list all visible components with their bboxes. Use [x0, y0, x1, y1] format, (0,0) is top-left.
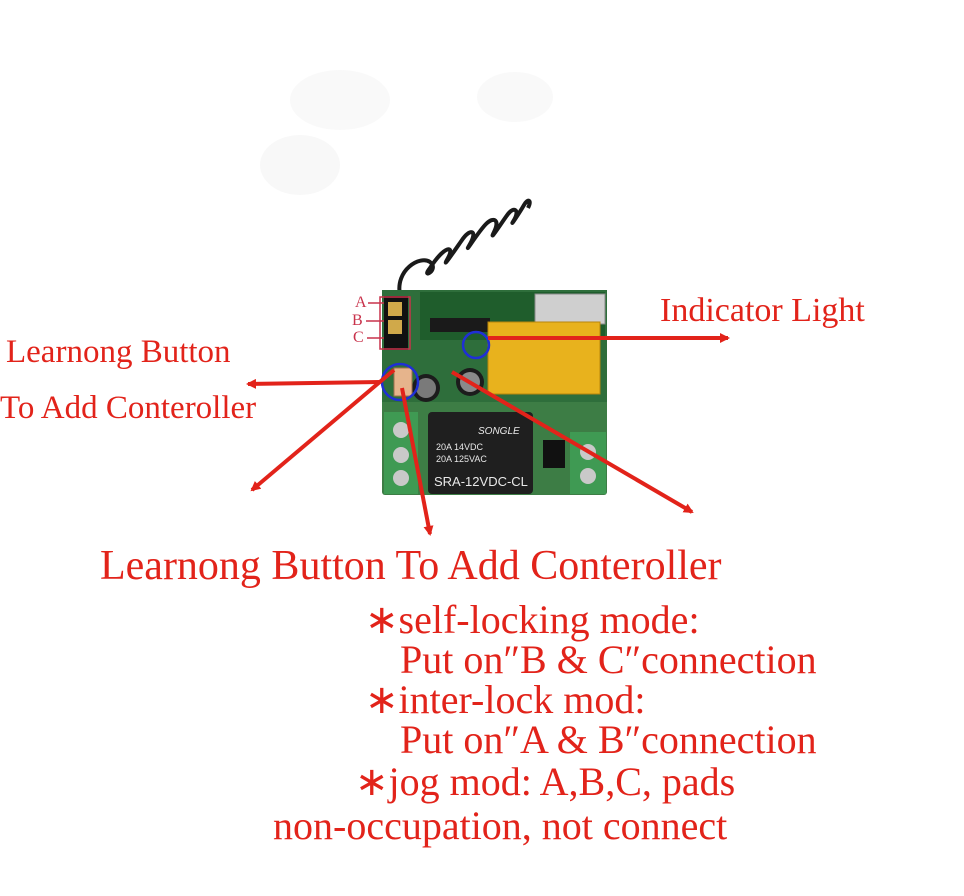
arrow-to-bottom-title — [400, 387, 434, 536]
relay-rating-1: 20A 14VDC — [436, 442, 484, 452]
self-locking-mode-heading: ∗self-locking mode: — [365, 597, 700, 642]
relay-markings: SONGLE 20A 14VDC 20A 125VAC SRA-12VDC-CL — [434, 426, 528, 489]
indicator-light-label: Indicator Light — [660, 292, 865, 329]
learning-button-title: Learnong Button To Add Conteroller — [100, 543, 722, 589]
relay-model: SRA-12VDC-CL — [434, 474, 528, 489]
arrow-to-left-label — [246, 378, 381, 389]
jumper-pin-b-label: B — [352, 312, 363, 329]
pointer-arrows — [246, 333, 730, 536]
receiver-board — [382, 290, 607, 495]
arrow-to-lower-left — [250, 368, 396, 492]
learning-button-label-line-1: Learnong Button — [6, 334, 231, 370]
background-smudges — [260, 70, 553, 195]
jog-mode-detail: non-occupation, not connect — [273, 803, 728, 848]
jumper-pin-a-label: A — [355, 294, 367, 311]
arrow-to-lower-right — [450, 370, 694, 514]
inter-lock-mode-heading: ∗inter-lock mod: — [365, 677, 646, 722]
relay-brand: SONGLE — [478, 426, 520, 437]
jog-mode-heading: ∗jog mod: A,B,C, pads — [355, 759, 736, 804]
self-locking-mode-detail: Put on″B & C″connection — [400, 637, 817, 682]
jumper-bracket — [366, 296, 411, 350]
jumper-pin-c-label: C — [353, 329, 364, 346]
antenna-coil — [397, 198, 532, 296]
inter-lock-mode-detail: Put on″A & B″connection — [400, 717, 817, 762]
relay-rating-2: 20A 125VAC — [436, 454, 487, 464]
indicator-highlight-circle — [461, 330, 491, 360]
learning-button-label-line-2: To Add Conteroller — [0, 390, 257, 426]
